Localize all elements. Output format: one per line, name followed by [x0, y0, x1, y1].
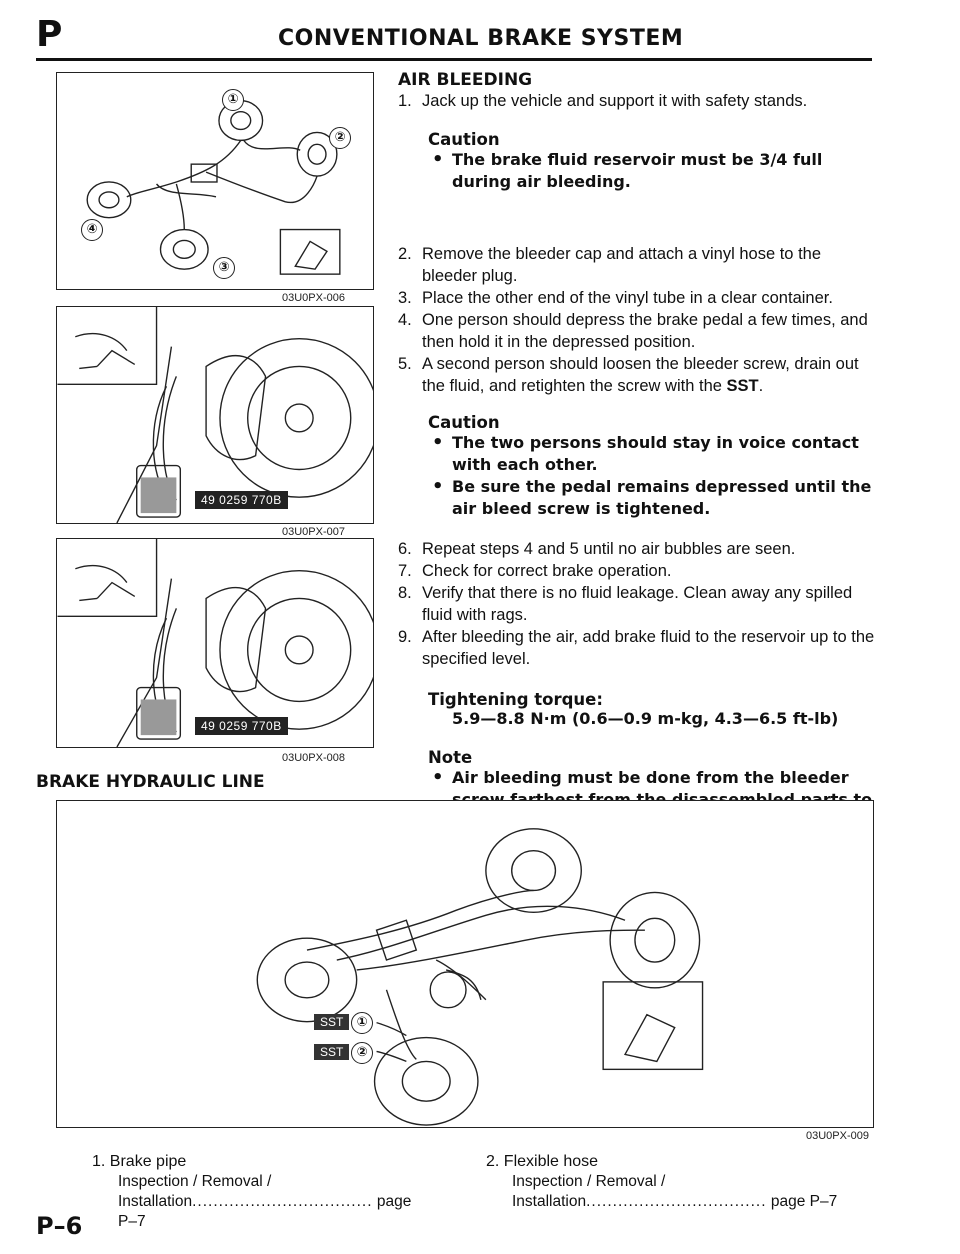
sst-badge-2: SST — [314, 1044, 350, 1060]
step-text-tail: . — [758, 377, 764, 395]
step-text: Place the other end of the vinyl tube in… — [422, 289, 833, 307]
legend-item-1: 1. Brake pipe Inspection / Removal / Ins… — [92, 1152, 432, 1232]
brake-hydraulic-line-drawing — [256, 828, 704, 1126]
air-bleeding-step-1: 1. Jack up the vehicle and support it wit… — [398, 90, 876, 112]
legend-name: Brake pipe — [109, 1153, 187, 1170]
air-bleeding-heading: AIR BLEEDING — [398, 70, 533, 90]
caution-block-2: Caution The two persons should stay in v… — [398, 413, 876, 520]
legend-number: 2. — [486, 1153, 500, 1170]
figure-bleeding-rear: 49 0259 770B — [56, 538, 374, 748]
step-number: 8. — [398, 584, 412, 602]
caution-block-1: Caution The brake fluid reservoir must b… — [398, 130, 876, 193]
air-bleeding-steps-2-5: 2. Remove the bleeder cap and attach a vi… — [398, 243, 876, 397]
sst-badge-1: SST — [314, 1014, 350, 1030]
legend-sub-1: Inspection / Removal / — [512, 1173, 666, 1190]
step-item: 5. A second person should loosen the blee… — [398, 353, 876, 397]
sst-tool-number-badge: 49 0259 770B — [195, 717, 288, 735]
step-item: 2. Remove the bleeder cap and attach a vi… — [398, 243, 876, 287]
legend-title: 2. Flexible hose — [486, 1152, 876, 1172]
tightening-torque-block: Tightening torque: 5.9—8.8 N·m (0.6—0.9 … — [398, 690, 876, 728]
legend-number: 1. — [92, 1153, 106, 1170]
callout-2: ② — [351, 1042, 373, 1064]
callout-1: ① — [222, 89, 244, 111]
caution-heading: Caution — [428, 413, 500, 432]
legend-name: Flexible hose — [503, 1153, 599, 1170]
caution-bullet: The brake fluid reservoir must be 3/4 fu… — [428, 149, 876, 193]
torque-value: 5.9—8.8 N·m (0.6—0.9 m-kg, 4.3—6.5 ft-lb… — [452, 709, 839, 728]
legend-title: 1. Brake pipe — [92, 1152, 432, 1172]
step-item: 7. Check for correct brake operation. — [398, 560, 876, 582]
caution-heading: Caution — [428, 130, 500, 149]
step-text: Verify that there is no fluid leakage. C… — [422, 584, 853, 624]
step-number: 9. — [398, 628, 412, 646]
torque-label: Tightening torque: — [428, 690, 603, 709]
caution-bullet: The two persons should stay in voice con… — [428, 432, 876, 476]
callout-3: ③ — [213, 257, 235, 279]
step-item: 3. Place the other end of the vinyl tube … — [398, 287, 876, 309]
figure-code: 03U0PX-009 — [806, 1130, 869, 1142]
step-text: Jack up the vehicle and support it with … — [422, 92, 808, 110]
leader-dots: .................................. — [586, 1193, 767, 1210]
step-item: 4. One person should depress the brake pe… — [398, 309, 876, 353]
step-item: 6. Repeat steps 4 and 5 until no air bubb… — [398, 538, 876, 560]
legend-sub-2: Installation — [512, 1193, 587, 1210]
step-text: Repeat steps 4 and 5 until no air bubble… — [422, 540, 796, 558]
step-item: 8. Verify that there is no fluid leakage.… — [398, 582, 876, 626]
sst-term: SST — [726, 377, 759, 395]
figure-brake-hydraulic-line: SST ① SST ② — [56, 800, 874, 1128]
legend-sub-1: Inspection / Removal / — [118, 1173, 272, 1190]
bleeding-rear-drawing — [57, 539, 373, 747]
step-text: After bleeding the air, add brake fluid … — [422, 628, 875, 668]
callout-4: ④ — [81, 219, 103, 241]
figure-brake-system-overview: ① ② ③ ④ — [56, 72, 374, 290]
caution-bullet: Be sure the pedal remains depressed unti… — [428, 476, 876, 520]
section-letter: P — [36, 14, 63, 55]
page-reference: page P–7 — [118, 1193, 412, 1230]
step-number: 2. — [398, 245, 412, 263]
figure-bleeding-front: 49 0259 770B — [56, 306, 374, 524]
air-bleeding-steps-6-9: 6. Repeat steps 4 and 5 until no air bubb… — [398, 538, 876, 670]
leader-dots: .................................. — [192, 1193, 373, 1210]
note-heading: Note — [428, 748, 473, 767]
sst-tool-number-badge: 49 0259 770B — [195, 491, 288, 509]
header-rule — [36, 58, 872, 61]
step-number: 3. — [398, 289, 412, 307]
step-number: 7. — [398, 562, 412, 580]
step-text: Remove the bleeder cap and attach a viny… — [422, 245, 822, 285]
figure-code: 03U0PX-008 — [282, 752, 345, 764]
step-text: Check for correct brake operation. — [422, 562, 672, 580]
step-text: One person should depress the brake peda… — [422, 311, 868, 351]
step-number: 4. — [398, 311, 412, 329]
bleeding-front-drawing — [57, 307, 373, 523]
legend-sub-2: Installation — [118, 1193, 193, 1210]
legend-item-2: 2. Flexible hose Inspection / Removal / … — [486, 1152, 876, 1212]
figure-code: 03U0PX-006 — [282, 292, 345, 304]
callout-2: ② — [329, 127, 351, 149]
step-text: A second person should loosen the bleede… — [422, 355, 859, 395]
brake-hydraulic-line-heading: BRAKE HYDRAULIC LINE — [36, 772, 265, 792]
figure-code: 03U0PX-007 — [282, 526, 345, 538]
page-title: CONVENTIONAL BRAKE SYSTEM — [278, 26, 684, 51]
brake-system-overview-drawing — [86, 100, 341, 275]
step-item: 9. After bleeding the air, add brake flui… — [398, 626, 876, 670]
legend-reference: Installation............................… — [92, 1192, 432, 1232]
step-number: 1. — [398, 92, 412, 110]
legend-reference: Installation............................… — [486, 1192, 876, 1212]
page-number: P–6 — [36, 1212, 83, 1240]
step-number: 6. — [398, 540, 412, 558]
callout-1: ① — [351, 1012, 373, 1034]
air-bleeding-section: AIR BLEEDING 1. Jack up the vehicle and s… — [398, 70, 876, 833]
step-number: 5. — [398, 355, 412, 373]
page-reference: page P–7 — [770, 1193, 838, 1210]
